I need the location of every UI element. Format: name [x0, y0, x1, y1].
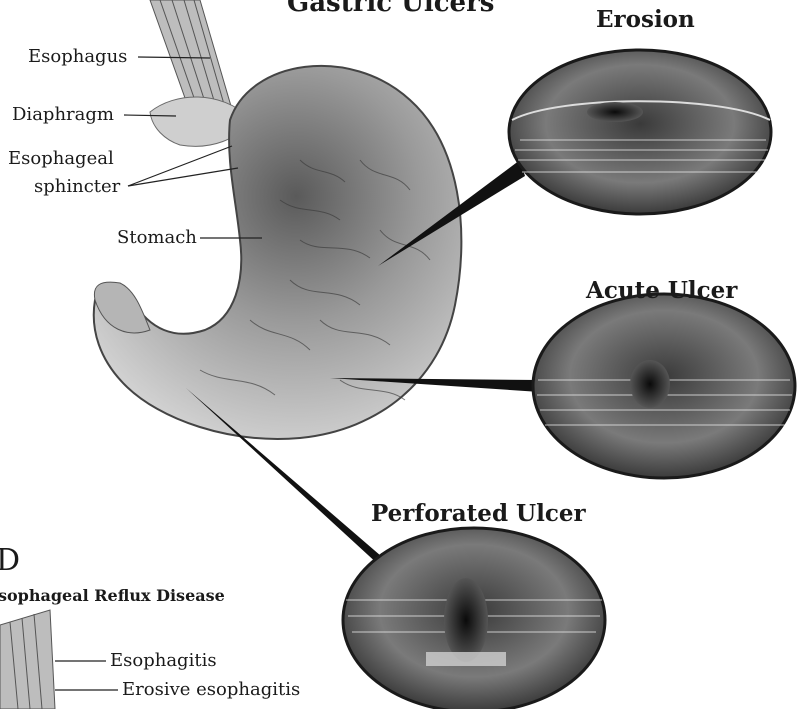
- label-sphincter: sphincter: [34, 178, 120, 196]
- diagram-title: Gastric Ulcers: [287, 0, 494, 16]
- erosion-lens: [509, 50, 771, 214]
- gerd-heading: sophageal Reflux Disease: [0, 588, 225, 604]
- gerd-esophagus-fragment: [0, 610, 55, 709]
- gerd-leaders: [55, 661, 118, 690]
- heading-perforated-ulcer: Perforated Ulcer: [371, 502, 586, 525]
- label-esophageal: Esophageal: [8, 150, 114, 168]
- label-stomach: Stomach: [117, 229, 197, 247]
- gerd-letter: D: [0, 546, 20, 576]
- label-diaphragm: Diaphragm: [12, 106, 114, 124]
- label-esophagitis: Esophagitis: [110, 652, 217, 670]
- label-esophagus: Esophagus: [28, 48, 127, 66]
- perforated-lens: [343, 528, 605, 709]
- label-erosive-esophagitis: Erosive esophagitis: [122, 681, 300, 699]
- acute-lens: [533, 294, 795, 478]
- heading-acute-ulcer: Acute Ulcer: [586, 279, 737, 302]
- heading-erosion: Erosion: [596, 8, 695, 31]
